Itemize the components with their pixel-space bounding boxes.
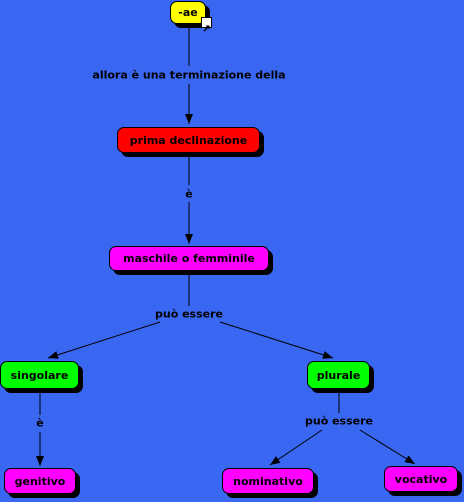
arrow-to-plurale: [219, 321, 334, 359]
external-link-icon[interactable]: [201, 17, 212, 32]
arrow-to-vocativo: [359, 429, 416, 465]
concept-node-maschile-o-femminile[interactable]: maschile o femminile: [109, 246, 269, 271]
link-label-e-singolare: è: [34, 415, 46, 431]
concept-node-genitivo[interactable]: genitivo: [4, 468, 76, 494]
concept-label-ae: -ae: [178, 6, 198, 19]
arrow-to-singolare: [47, 321, 161, 359]
concept-label-plurale: plurale: [316, 368, 361, 382]
external-link-icon-glyph: [203, 25, 210, 32]
concept-label-singolare: singolare: [10, 368, 69, 382]
concept-label-maschile-o-femminile: maschile o femminile: [123, 252, 255, 265]
link-label-allora: allora è una terminazione della: [90, 67, 288, 83]
concept-node-nominativo[interactable]: nominativo: [222, 468, 314, 494]
concept-node-singolare[interactable]: singolare: [0, 361, 79, 389]
link-label-e-prima: è: [183, 186, 195, 202]
concept-label-prima-declinazione: prima declinazione: [129, 133, 248, 147]
arrow-to-nominativo: [269, 429, 323, 466]
concept-label-genitivo: genitivo: [14, 474, 66, 488]
concept-node-ae[interactable]: -ae: [170, 1, 206, 24]
concept-node-plurale[interactable]: plurale: [307, 361, 370, 389]
concept-node-vocativo[interactable]: vocativo: [384, 466, 458, 492]
link-label-puo-essere-plurale: può essere: [303, 413, 375, 429]
concept-node-prima-declinazione[interactable]: prima declinazione: [117, 127, 260, 153]
concept-label-nominativo: nominativo: [233, 474, 303, 488]
concept-label-vocativo: vocativo: [394, 472, 448, 486]
link-label-puo-essere-maschile: può essere: [153, 306, 225, 322]
